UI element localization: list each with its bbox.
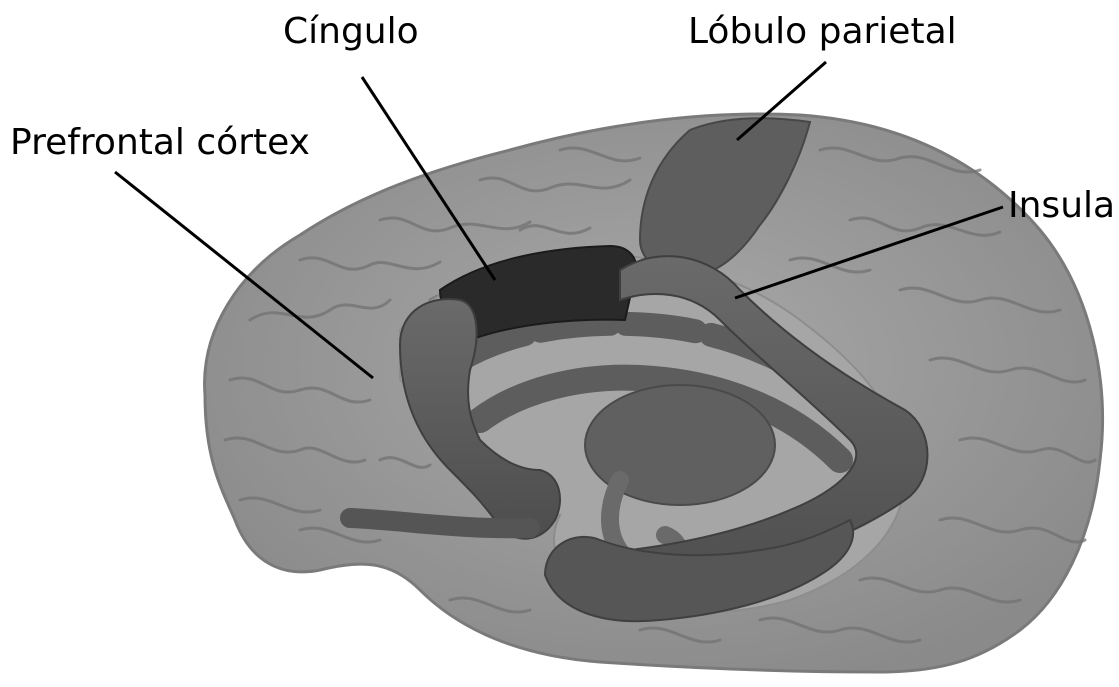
label-prefrontal-cortex: Prefrontal córtex [10,125,310,161]
label-parietal-lobe: Lóbulo parietal [688,14,957,50]
olfactory-tract [350,518,530,528]
label-insula: Insula [1008,188,1115,224]
label-cingulo: Cíngulo [283,14,419,50]
